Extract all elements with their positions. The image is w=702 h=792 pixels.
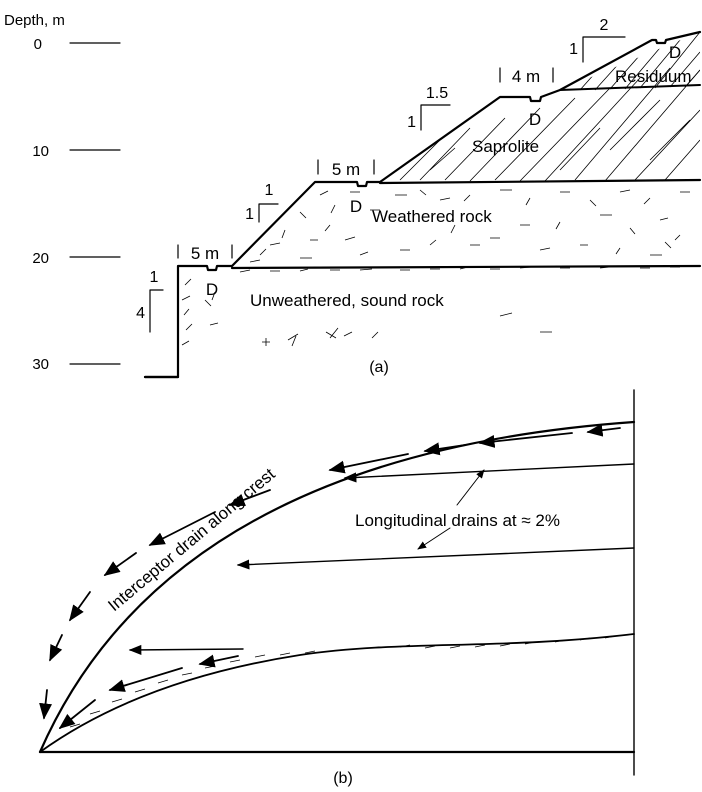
longitudinal-drain-2 <box>236 547 635 570</box>
slope-ratio-run-4: 2 <box>600 17 609 34</box>
longitudinal-drain-3 <box>128 644 244 655</box>
slope-ratio-run-2: 1 <box>265 182 274 199</box>
bench-width-label-1: 5 m <box>191 244 219 263</box>
drain-marker-4: D <box>669 43 681 62</box>
leader-arrow-upper <box>456 469 485 506</box>
bench-curve <box>39 633 635 753</box>
slope-ratio-rise-1: 4 <box>136 305 145 322</box>
weathered-rock-texture <box>249 189 690 263</box>
caption-b: (b) <box>333 770 353 787</box>
bench-width-label-3: 4 m <box>512 67 540 86</box>
cross-section-a: Depth, m 0 10 20 30 <box>4 12 702 379</box>
residuum-boundary <box>559 84 701 91</box>
slope-ratio-rise-2: 1 <box>245 206 254 223</box>
depth-axis: Depth, m 0 10 20 30 <box>4 12 121 373</box>
caption-a: (a) <box>369 359 389 376</box>
bench-width-2: 5 m <box>317 159 375 179</box>
slope-ratio-run-3: 1.5 <box>426 85 448 102</box>
layer-label-weathered-rock: Weathered rock <box>372 207 492 226</box>
depth-axis-label: Depth, m <box>4 12 65 29</box>
crest-curve <box>38 420 636 754</box>
crest-drain-label: Interceptor drain along crest <box>104 464 279 615</box>
layer-label-residuum: Residuum <box>615 67 692 86</box>
bench-width-1: 5 m <box>177 244 233 263</box>
drain-marker-1: D <box>206 280 218 299</box>
drain-marker-3: D <box>529 110 541 129</box>
plan-view-b: Interceptor drain along crest Longitudin… <box>38 389 636 787</box>
sound-rock-texture <box>181 266 680 347</box>
weathered-boundary <box>378 178 702 185</box>
drain-marker-2: D <box>350 197 362 216</box>
depth-tick-10: 10 <box>32 143 49 160</box>
depth-tick-0: 0 <box>34 36 42 53</box>
depth-tick-20: 20 <box>32 250 49 267</box>
leader-arrow-lower <box>417 527 451 550</box>
bench-drain-arrows <box>58 654 239 730</box>
slope-ratio-1-1: 1 1 <box>245 182 279 223</box>
layer-label-saprolite: Saprolite <box>472 137 539 156</box>
longitudinal-drains-label: Longitudinal drains at ≈ 2% <box>355 511 560 530</box>
depth-tick-30: 30 <box>32 356 49 373</box>
saprolite-hatching <box>399 67 700 182</box>
longitudinal-drains <box>128 463 635 655</box>
bench-width-label-2: 5 m <box>332 160 360 179</box>
slope-ratio-rise-4: 1 <box>569 41 578 58</box>
interceptor-drain-arrows <box>39 423 621 720</box>
slope-ratio-4-1: 4 1 <box>136 269 164 333</box>
layer-label-sound-rock: Unweathered, sound rock <box>250 291 444 310</box>
bench-width-3: 4 m <box>499 67 554 86</box>
longitudinal-drain-1 <box>343 463 635 483</box>
slope-ratio-rise-3: 1 <box>407 114 416 131</box>
slope-ratio-run-1: 1 <box>150 269 159 286</box>
rock-boundary <box>230 264 702 270</box>
slope-ratio-1-1.5: 1 1.5 <box>407 85 451 131</box>
slope-ratio-1-2: 1 2 <box>569 17 626 63</box>
